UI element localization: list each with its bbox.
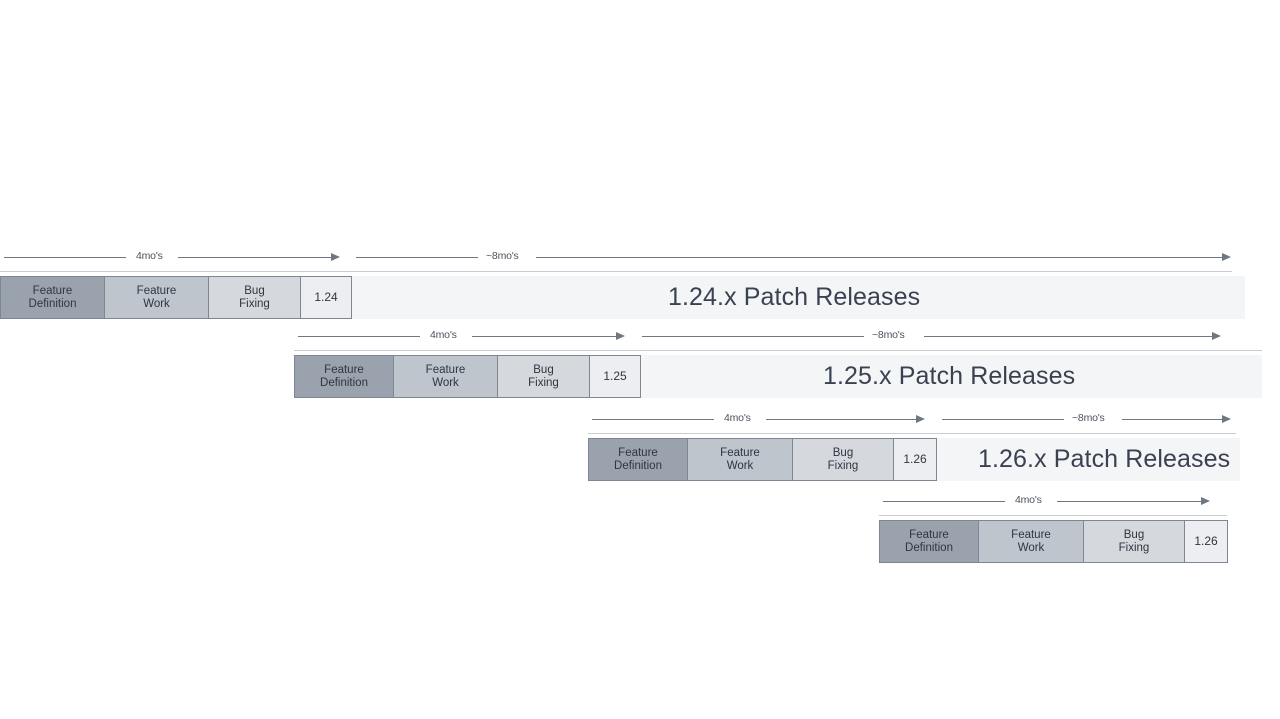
phase-label-line2: Definition [905,541,953,554]
ruler-guide-125 [294,350,1262,351]
phase-strip-126: Feature Definition Feature Work Bug Fixi… [588,438,937,481]
ruler-guide-126 [588,433,1236,434]
phase-feature-work: Feature Work [104,276,208,319]
ruler-development-125: 4mo's [294,327,634,347]
phase-feature-definition: Feature Definition [0,276,104,319]
duration-label-development: 4mo's [1015,494,1042,506]
ruler-development-126b: 4mo's [879,492,1219,512]
phase-label-line1: Feature [1011,528,1051,541]
phase-label-line1: Feature [618,446,658,459]
ruler-development-124: 4mo's [0,248,350,268]
phase-label-line2: Work [432,376,459,389]
duration-label-patch: ~8mo's [872,329,905,341]
ruler-development-126: 4mo's [588,410,928,430]
phase-feature-definition: Feature Definition [588,438,687,481]
patch-label-124: 1.24.x Patch Releases [668,283,921,311]
phase-bug-fixing: Bug Fixing [1083,520,1184,563]
phase-label-line2: Work [726,459,754,472]
phase-label-line1: Feature [32,284,73,297]
phase-label-line2: Fixing [827,459,859,472]
phase-bug-fixing: Bug Fixing [497,355,589,398]
phase-strip-124: Feature Definition Feature Work Bug Fixi… [0,276,352,319]
phase-version-tag: 1.26 [893,438,937,481]
phase-label-line1: Feature [324,363,364,376]
phase-strip-126b: Feature Definition Feature Work Bug Fixi… [879,520,1228,563]
ruler-patch-125: ~8mo's [642,327,1228,347]
phase-feature-work: Feature Work [687,438,792,481]
phase-feature-work: Feature Work [393,355,497,398]
release-row-124: 4mo's ~8mo's 1.24.x Patch Releases Featu… [0,248,1280,323]
phase-label-line2: Definition [614,459,662,472]
phase-feature-definition: Feature Definition [294,355,393,398]
duration-label-patch: ~8mo's [486,250,519,262]
duration-label-development: 4mo's [724,412,751,424]
phase-label-line2: Definition [320,376,368,389]
phase-version-tag: 1.25 [589,355,641,398]
phase-label-line2: Fixing [528,376,559,389]
phase-label-line1: Feature [720,446,760,459]
phase-feature-work: Feature Work [978,520,1083,563]
phase-label-line1: Bug [1123,528,1145,541]
phase-bug-fixing: Bug Fixing [792,438,893,481]
phase-label-line1: Bug [832,446,854,459]
phase-label-line2: Fixing [239,297,270,310]
phase-strip-125: Feature Definition Feature Work Bug Fixi… [294,355,641,398]
phase-version-tag: 1.26 [1184,520,1228,563]
phase-label-line1: Bug [533,363,554,376]
phase-label-line1: Bug [244,284,265,297]
phase-feature-definition: Feature Definition [879,520,978,563]
patch-label-125: 1.25.x Patch Releases [823,362,1076,390]
release-row-126b: 4mo's Feature Definition Feature Work Bu… [879,492,1280,567]
phase-label-line1: Feature [136,284,177,297]
phase-label-line2: Fixing [1118,541,1150,554]
release-row-126: 4mo's ~8mo's 1.26.x Patch Releases Featu… [588,410,1280,485]
phase-version-tag: 1.24 [300,276,352,319]
patch-label-126: 1.26.x Patch Releases [978,445,1231,473]
ruler-patch-126: ~8mo's [942,410,1240,430]
phase-label-line1: Feature [425,363,466,376]
phase-label-line2: Work [1017,541,1045,554]
phase-bug-fixing: Bug Fixing [208,276,300,319]
duration-label-development: 4mo's [136,250,163,262]
ruler-patch-124: ~8mo's [356,248,1240,268]
ruler-guide-126b [879,515,1227,516]
phase-label-line2: Work [143,297,170,310]
duration-label-development: 4mo's [430,329,457,341]
release-row-125: 4mo's ~8mo's 1.25.x Patch Releases Featu… [294,327,1280,402]
ruler-guide-124 [0,271,1232,272]
duration-label-patch: ~8mo's [1072,412,1105,424]
phase-label-line2: Definition [28,297,77,310]
phase-label-line1: Feature [909,528,949,541]
